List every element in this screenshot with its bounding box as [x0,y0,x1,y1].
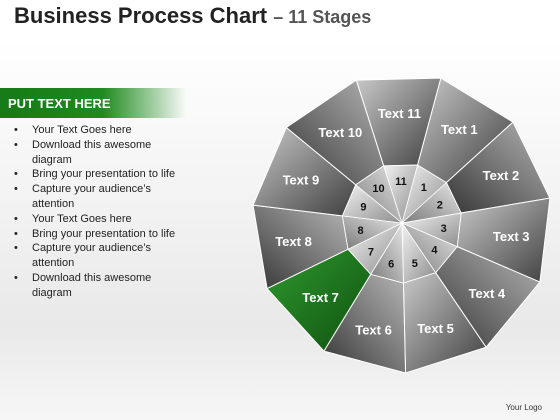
bullet-item: Capture your audience’s attention [12,182,177,212]
bullet-item: Download this awesome diagram [12,271,177,301]
segment-number-9: 9 [360,201,366,213]
segment-label-7: Text 7 [302,290,339,305]
segment-number-11: 11 [395,176,407,188]
segment-number-3: 3 [441,223,447,235]
page-title: Business Process Chart – 11 Stages [14,3,371,29]
segment-number-1: 1 [421,182,427,194]
segment-number-8: 8 [358,225,364,237]
bullet-list: Your Text Goes here Download this awesom… [12,123,177,301]
bullet-item: Your Text Goes here [12,212,177,227]
title-main: Business Process Chart [14,3,268,28]
segment-number-4: 4 [431,245,438,257]
logo-placeholder: Your Logo [505,403,542,412]
segment-number-5: 5 [412,258,418,270]
segment-label-3: Text 3 [493,229,530,244]
segment-number-10: 10 [372,183,384,195]
title-subtitle: – 11 Stages [273,7,372,27]
segment-label-9: Text 9 [283,173,320,188]
segment-label-6: Text 6 [355,322,392,337]
text-banner: PUT TEXT HERE [0,88,186,118]
segment-label-10: Text 10 [318,125,362,140]
bullet-item: Capture your audience’s attention [12,241,177,271]
segment-number-7: 7 [368,246,374,258]
bullet-item: Bring your presentation to life [12,167,177,182]
segment-number-2: 2 [437,200,443,212]
segment-label-8: Text 8 [275,234,312,249]
bullet-item: Download this awesome diagram [12,138,177,168]
segment-label-1: Text 1 [441,122,478,137]
bullet-item: Your Text Goes here [12,123,177,138]
segment-label-11: Text 11 [378,106,421,121]
bullet-item: Bring your presentation to life [12,227,177,242]
segment-label-2: Text 2 [483,168,520,183]
segment-number-6: 6 [388,259,394,271]
segment-label-4: Text 4 [469,286,506,301]
segment-label-5: Text 5 [417,321,454,336]
banner-label: PUT TEXT HERE [8,96,111,111]
inner-segment-11 [383,164,419,225]
